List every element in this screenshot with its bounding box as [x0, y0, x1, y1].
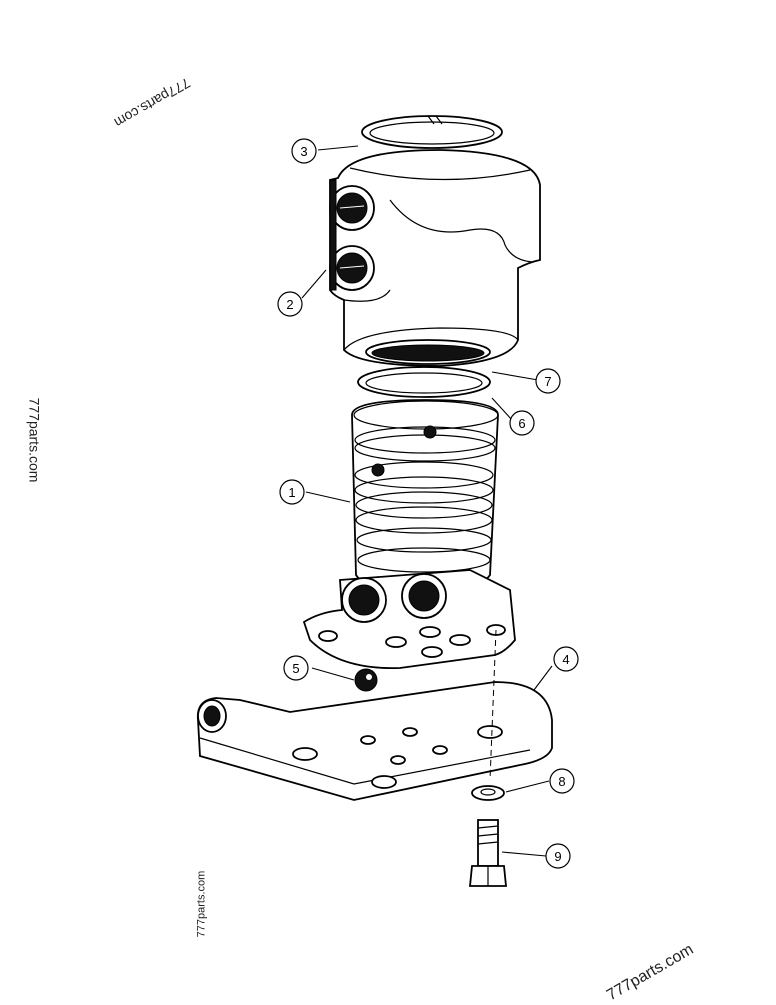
bolt-part-9 — [469, 819, 507, 887]
svg-text:8: 8 — [558, 774, 565, 789]
callout-8: 8 — [549, 768, 575, 794]
svg-text:6: 6 — [518, 416, 525, 431]
callout-6: 6 — [509, 410, 535, 436]
svg-text:3: 3 — [300, 144, 307, 159]
callout-1: 1 — [279, 479, 305, 505]
svg-text:4: 4 — [562, 652, 569, 667]
callout-3: 3 — [291, 138, 317, 164]
svg-text:2: 2 — [286, 297, 293, 312]
svg-text:9: 9 — [554, 849, 561, 864]
snap-ring-part-3 — [361, 115, 503, 149]
callout-5: 5 — [283, 655, 309, 681]
spool-body-part-1 — [351, 399, 499, 591]
lower-manifold-block — [302, 569, 516, 669]
leader-lines — [301, 145, 553, 857]
check-ball-part-5 — [354, 668, 378, 692]
upper-housing — [329, 149, 541, 367]
mounting-plate-part-4 — [196, 681, 553, 801]
callout-2: 2 — [277, 291, 303, 317]
callout-4: 4 — [553, 646, 579, 672]
svg-text:5: 5 — [292, 661, 299, 676]
washer-part-8 — [471, 785, 505, 801]
svg-text:7: 7 — [544, 374, 551, 389]
callout-7: 7 — [535, 368, 561, 394]
svg-text:1: 1 — [288, 485, 295, 500]
alignment-line — [489, 629, 497, 781]
seal-rings-part-6-7 — [357, 339, 491, 398]
callout-9: 9 — [545, 843, 571, 869]
